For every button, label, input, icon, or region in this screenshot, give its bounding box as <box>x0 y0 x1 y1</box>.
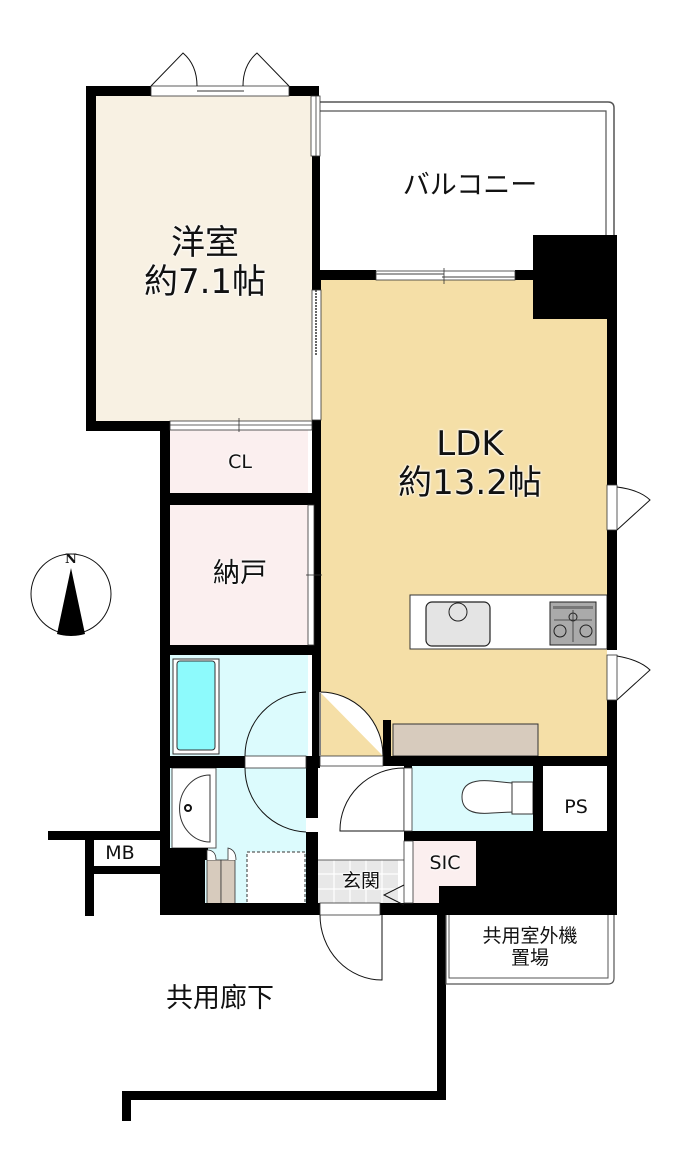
walls <box>48 86 617 1121</box>
storage-floor <box>170 505 308 645</box>
entrance-label: 玄関 <box>341 870 380 892</box>
outdoor-unit-area <box>445 915 615 985</box>
ldk-name: LDK <box>436 424 504 464</box>
ldk-storage <box>392 723 539 757</box>
western-room-name: 洋室 <box>171 223 239 263</box>
sink-icon <box>425 601 491 647</box>
balcony <box>316 101 615 235</box>
entrance-tile-grid <box>318 860 398 903</box>
stove-icon <box>549 601 597 646</box>
ldk-floor <box>319 278 607 756</box>
bathtub-basin <box>176 660 216 751</box>
outdoor-unit-label: 共用室外機 置場 <box>450 925 610 970</box>
sic-floor <box>413 841 476 905</box>
western-room-label: 洋室 約7.1帖 <box>130 223 280 303</box>
western-ldk-sliding-door[interactable] <box>311 289 322 421</box>
outdoor-unit-line2: 置場 <box>510 946 549 969</box>
right-door-upper[interactable] <box>606 484 651 531</box>
outdoor-unit-line1: 共用室外機 <box>482 925 578 947</box>
closet-sliding-door[interactable] <box>169 418 313 432</box>
closet-label: CL <box>228 451 252 473</box>
ldk-hall-door[interactable] <box>319 691 384 767</box>
storage-label: 納戸 <box>213 558 267 589</box>
closet-floor <box>170 430 308 493</box>
right-door-lower[interactable] <box>606 654 651 701</box>
shelf-left <box>206 859 222 906</box>
corridor-label: 共用廊下 <box>166 983 274 1014</box>
ldk-label: LDK 約13.2帖 <box>370 424 570 504</box>
western-window <box>150 52 321 157</box>
storage-sliding-door[interactable] <box>306 504 322 646</box>
bath-door[interactable] <box>244 691 318 833</box>
toilet-door[interactable] <box>339 767 413 832</box>
western-room-floor <box>96 95 312 421</box>
balcony-label: バルコニー <box>402 170 538 201</box>
shelf-right <box>220 859 236 906</box>
compass-icon <box>30 553 112 636</box>
mb-label: MB <box>105 842 135 864</box>
toilet-icon <box>461 780 513 814</box>
western-room-size: 約7.1帖 <box>143 262 267 303</box>
ps-label: PS <box>564 796 588 818</box>
washer-space <box>246 851 306 905</box>
ldk-window <box>375 268 516 284</box>
front-door[interactable] <box>319 902 383 981</box>
compass-north-label: N <box>65 552 77 567</box>
ldk-size: 約13.2帖 <box>398 463 542 504</box>
sic-label: SIC <box>429 852 461 874</box>
